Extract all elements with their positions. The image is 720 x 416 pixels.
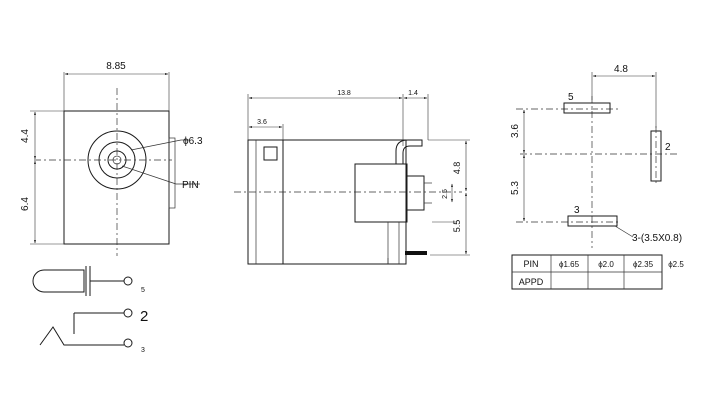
slot-note-label: 3-(3.5X0.8)	[632, 233, 682, 244]
side-top-terminal	[395, 139, 423, 164]
lower-spacing-label: 5.3	[510, 181, 521, 195]
right-upper-label: 4.8	[452, 162, 462, 175]
terminal-5-circle	[123, 276, 133, 286]
total-length-label: 13.8	[337, 90, 351, 97]
schematic-symbol: 5 2 3	[32, 266, 148, 354]
side-front-tab	[263, 146, 278, 161]
pin-size-table: PIN ϕ1.65 ϕ2.0 ϕ2.35 ϕ2.5 APPD	[511, 254, 684, 290]
side-body-outline	[247, 139, 407, 265]
table-header-d20: ϕ2.0	[598, 260, 614, 269]
front-view: 8.85 4.4 6.4 ϕ6.3 PIN	[20, 61, 203, 256]
side-rear-block	[354, 163, 408, 223]
diameter-label: ϕ6.3	[183, 136, 203, 147]
terminal-2-circle	[123, 308, 133, 318]
pad-right-label: 2	[665, 142, 671, 153]
table-header-d235: ϕ2.35	[633, 260, 654, 269]
lower-height-label: 6.4	[20, 197, 31, 211]
table-header-pin: PIN	[523, 259, 538, 269]
pad-top-label: 5	[568, 92, 574, 103]
pin-label: PIN	[182, 180, 199, 191]
tail-length-label: 1.4	[408, 90, 418, 97]
table-row-appd: APPD	[519, 277, 544, 287]
right-inner-label: 2.5	[442, 189, 449, 199]
table-header-d25: ϕ2.5	[668, 260, 684, 269]
footprint-width-label: 4.8	[614, 64, 628, 75]
front-side-tab	[168, 137, 176, 209]
terminal-mid-label: 2	[140, 308, 148, 325]
terminal-bottom-label: 3	[141, 347, 145, 354]
right-lower-label: 5.5	[452, 220, 462, 233]
pad-bottom-label: 3	[574, 205, 580, 216]
front-length-label: 3.6	[257, 119, 267, 126]
plug-body	[32, 269, 85, 293]
pcb-footprint: 5 2 3 4.8 3.6 5.3 3-(3.5X0.8)	[510, 64, 682, 248]
pad-3-slot	[567, 215, 618, 227]
table-header-d165: ϕ1.65	[559, 260, 580, 269]
upper-spacing-label: 3.6	[510, 124, 521, 138]
width-dimension-label: 8.85	[106, 61, 126, 72]
switch-contact	[39, 326, 124, 346]
upper-height-label: 4.4	[20, 129, 31, 143]
side-bottom-terminal	[405, 251, 427, 255]
terminal-top-label: 5	[141, 287, 145, 294]
pad-5-slot	[563, 102, 611, 114]
side-view: 13.8 1.4 3.6 4.8 5.5 2.5	[234, 90, 470, 265]
terminal-3-circle	[123, 338, 133, 348]
